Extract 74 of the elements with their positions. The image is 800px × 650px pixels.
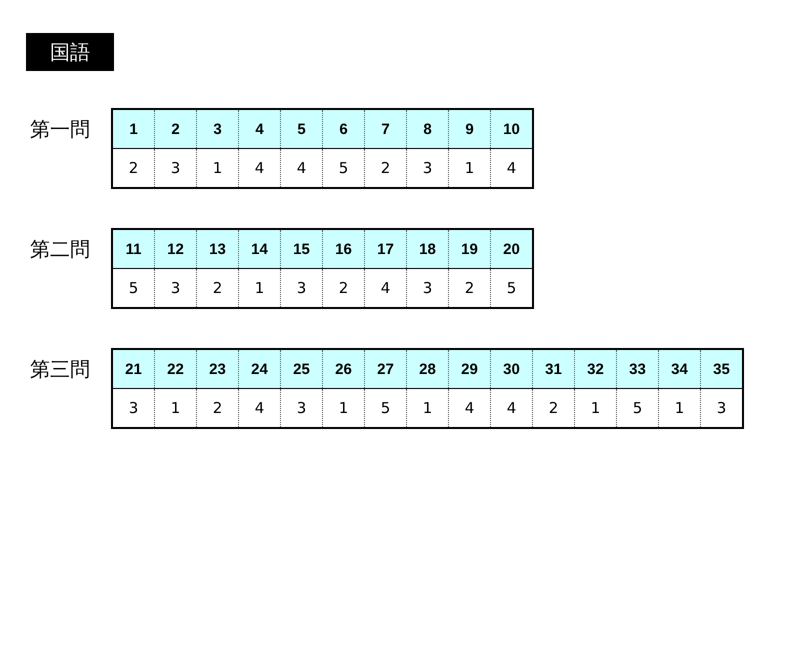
question-number: 6 xyxy=(322,109,364,148)
question-number: 2 xyxy=(154,109,196,148)
question-number: 10 xyxy=(490,109,533,148)
question-number: 34 xyxy=(658,349,700,388)
question-number: 20 xyxy=(490,229,533,268)
answer-value: 4 xyxy=(280,148,322,188)
answer-value: 3 xyxy=(406,268,448,308)
answer-value: 1 xyxy=(154,388,196,428)
answer-value: 2 xyxy=(196,268,238,308)
question-number: 30 xyxy=(490,349,532,388)
answer-value: 1 xyxy=(406,388,448,428)
answer-value: 5 xyxy=(112,268,154,308)
question-number: 23 xyxy=(196,349,238,388)
question-label: 第二問 xyxy=(30,237,91,261)
question-number: 29 xyxy=(448,349,490,388)
answer-value: 2 xyxy=(112,148,154,188)
answer-value: 5 xyxy=(322,148,364,188)
answer-value: 3 xyxy=(280,388,322,428)
question-number: 18 xyxy=(406,229,448,268)
question-number: 9 xyxy=(448,109,490,148)
title-label: 国語 xyxy=(26,33,114,71)
answer-value: 2 xyxy=(532,388,574,428)
answer-value: 4 xyxy=(490,148,533,188)
answer-value: 3 xyxy=(154,148,196,188)
answer-value: 3 xyxy=(406,148,448,188)
answer-value: 2 xyxy=(196,388,238,428)
answer-value: 4 xyxy=(238,148,280,188)
question-number: 16 xyxy=(322,229,364,268)
question-number: 25 xyxy=(280,349,322,388)
answer-value: 1 xyxy=(574,388,616,428)
question-number: 1 xyxy=(112,109,154,148)
answer-value: 3 xyxy=(154,268,196,308)
question-number: 19 xyxy=(448,229,490,268)
question-number: 22 xyxy=(154,349,196,388)
question-number: 8 xyxy=(406,109,448,148)
answer-value: 1 xyxy=(238,268,280,308)
answer-value: 5 xyxy=(616,388,658,428)
answer-value: 1 xyxy=(658,388,700,428)
answer-value: 2 xyxy=(448,268,490,308)
answer-value: 5 xyxy=(490,268,533,308)
question-number: 28 xyxy=(406,349,448,388)
question-number: 31 xyxy=(532,349,574,388)
answer-value: 3 xyxy=(700,388,743,428)
question-number: 21 xyxy=(112,349,154,388)
question-number: 5 xyxy=(280,109,322,148)
question-number: 7 xyxy=(364,109,406,148)
question-number: 12 xyxy=(154,229,196,268)
question-number: 4 xyxy=(238,109,280,148)
question-label: 第三問 xyxy=(30,357,91,381)
question-number: 35 xyxy=(700,349,743,388)
answer-value: 2 xyxy=(364,148,406,188)
question-number: 11 xyxy=(112,229,154,268)
question-number: 17 xyxy=(364,229,406,268)
question-number: 24 xyxy=(238,349,280,388)
question-number: 33 xyxy=(616,349,658,388)
answer-value: 3 xyxy=(280,268,322,308)
answer-value: 1 xyxy=(322,388,364,428)
question-number: 32 xyxy=(574,349,616,388)
question-label: 第一問 xyxy=(30,117,91,141)
answer-value: 4 xyxy=(364,268,406,308)
answer-value: 2 xyxy=(322,268,364,308)
answer-value: 3 xyxy=(112,388,154,428)
question-number: 3 xyxy=(196,109,238,148)
answer-value: 4 xyxy=(448,388,490,428)
question-number: 15 xyxy=(280,229,322,268)
answer-value: 4 xyxy=(238,388,280,428)
answer-value: 1 xyxy=(196,148,238,188)
answer-value: 1 xyxy=(448,148,490,188)
answer-value: 4 xyxy=(490,388,532,428)
question-number: 27 xyxy=(364,349,406,388)
question-number: 14 xyxy=(238,229,280,268)
question-number: 13 xyxy=(196,229,238,268)
answer-value: 5 xyxy=(364,388,406,428)
question-number: 26 xyxy=(322,349,364,388)
